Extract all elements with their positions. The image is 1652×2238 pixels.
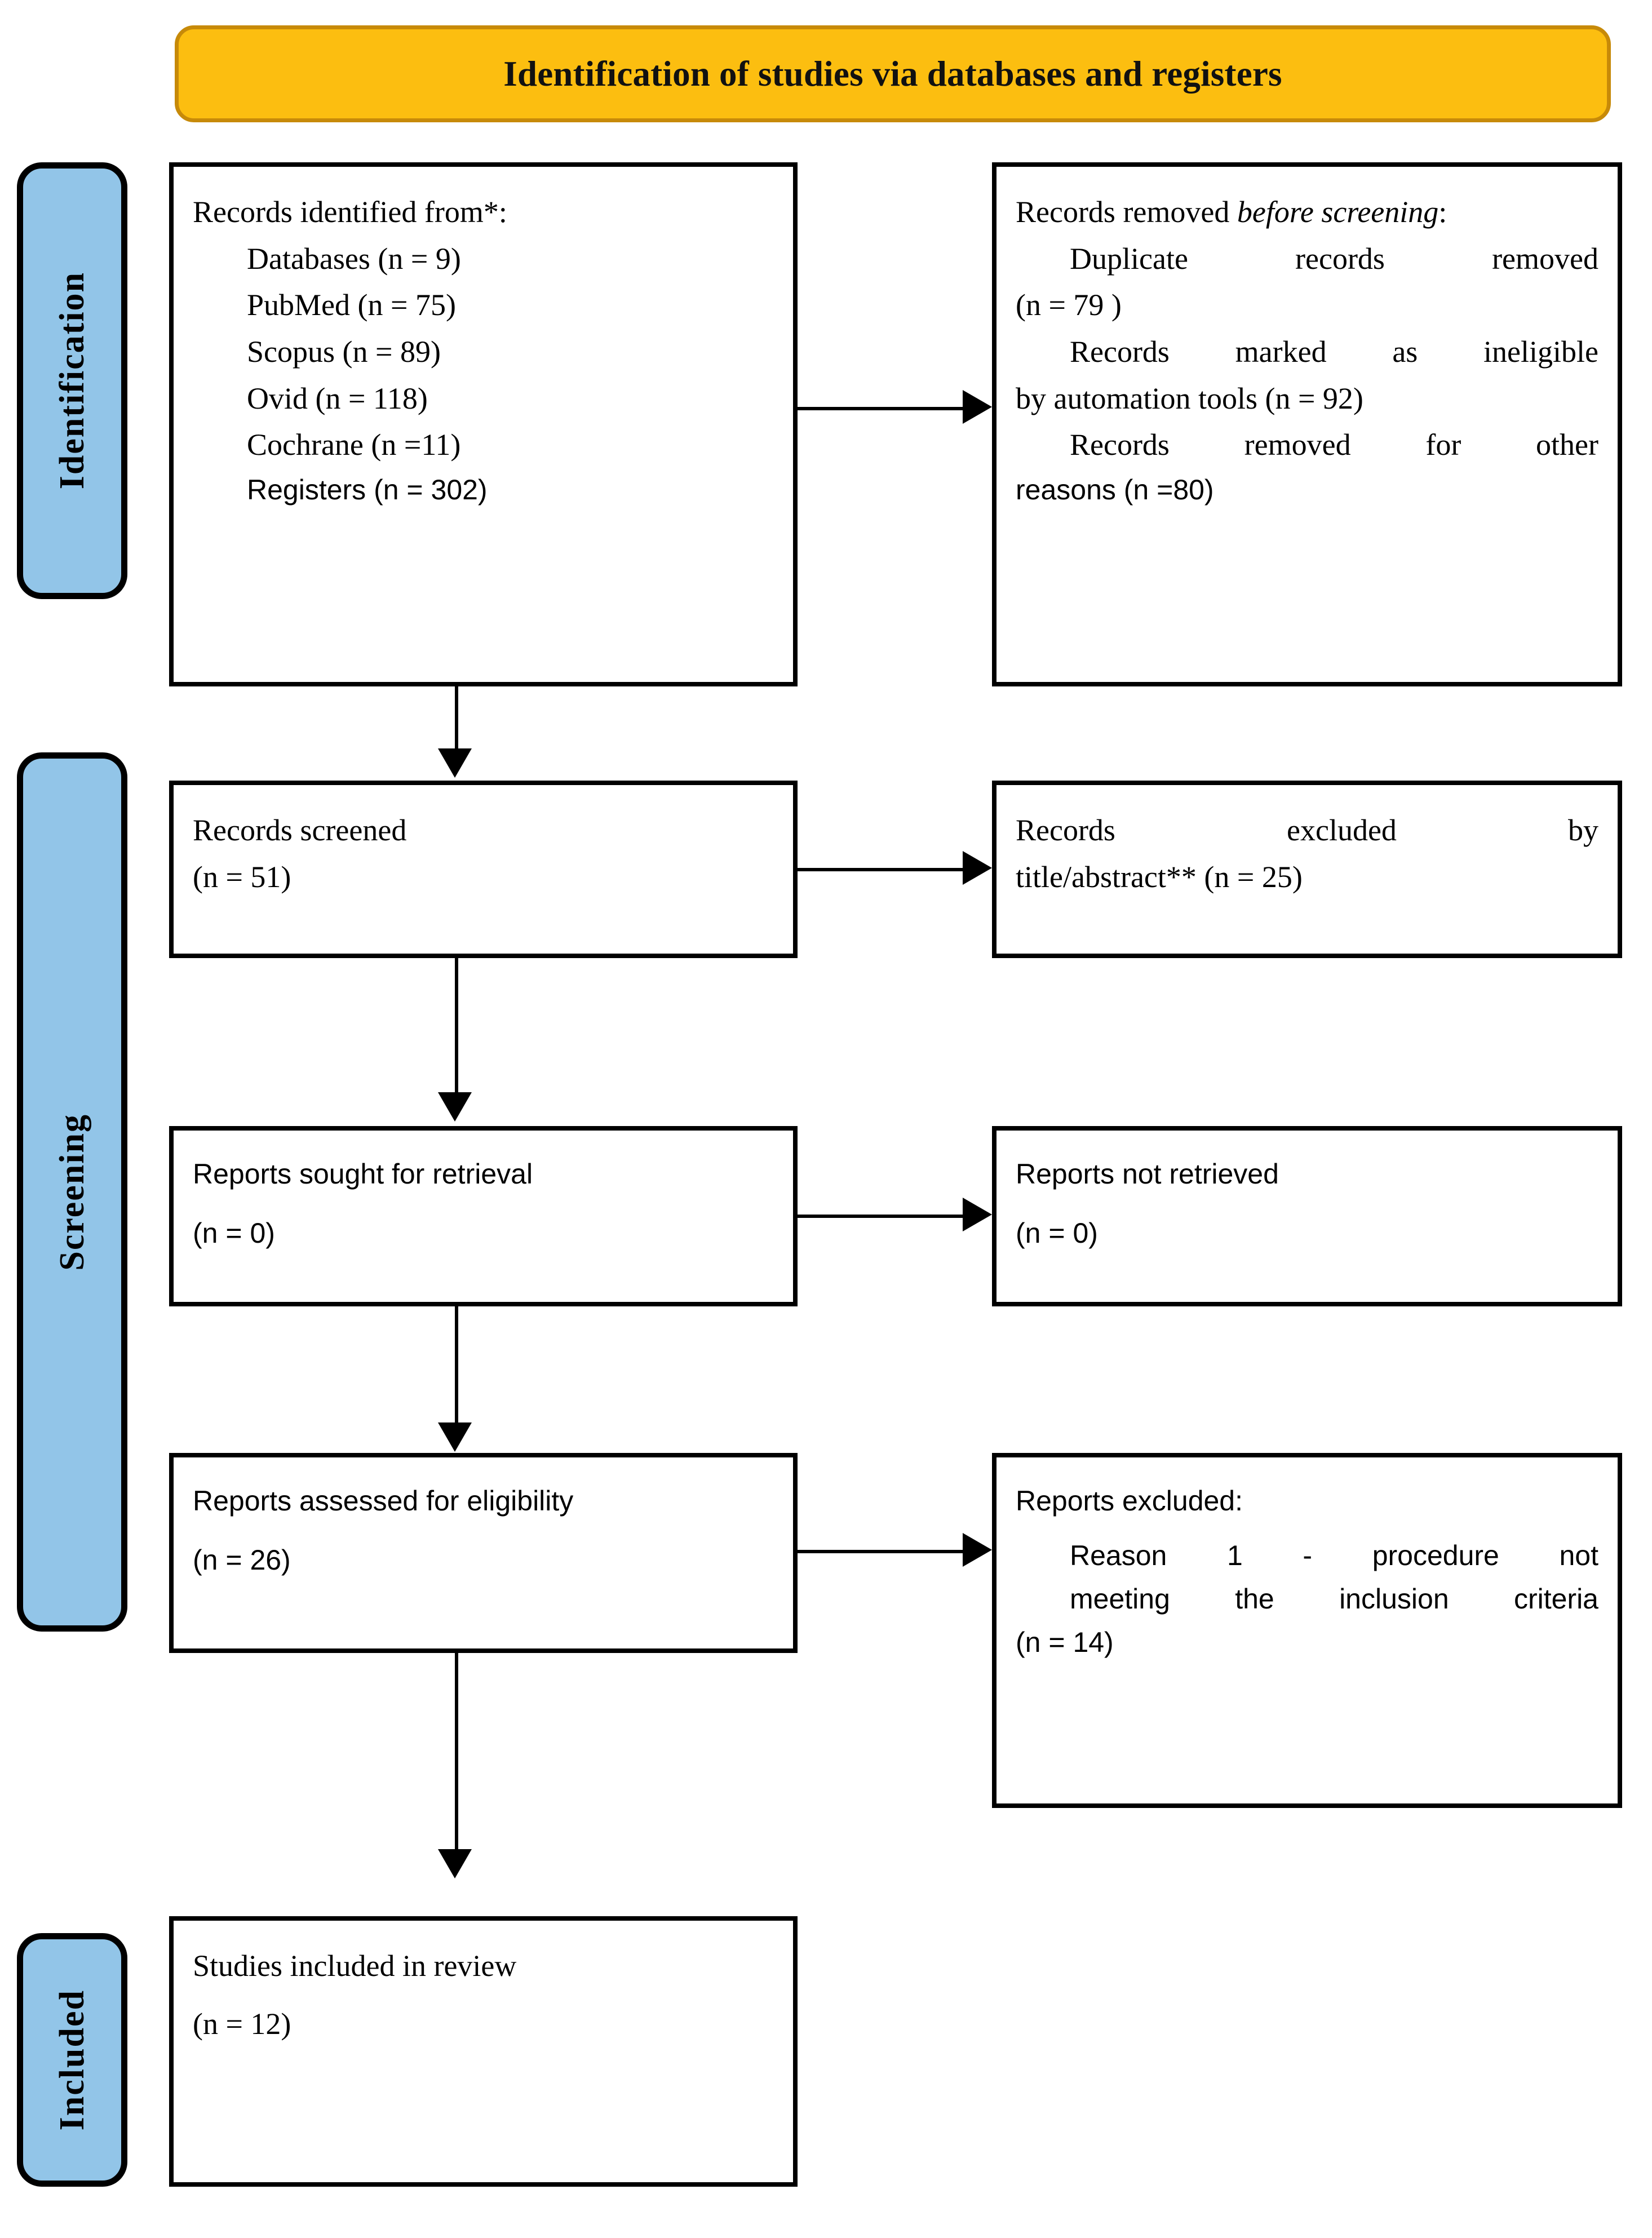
- reports-sought-count: (n = 0): [193, 1217, 275, 1249]
- records-removed-heading-italic: before screening: [1237, 195, 1439, 229]
- banner-title: Identification of studies via databases …: [503, 54, 1282, 94]
- records-identified-item: PubMed (n = 75): [247, 288, 456, 322]
- connector-identified-to-removed: [798, 407, 964, 410]
- arrowhead-down-assessed-to-included: [438, 1849, 472, 1878]
- studies-included-label: Studies included in review: [193, 1949, 517, 1983]
- reports-excluded-heading: Reports excluded:: [1016, 1485, 1243, 1517]
- records-identified-heading: Records identified from*:: [193, 195, 507, 229]
- box-reports-sought-for-retrieval: Reports sought for retrieval (n = 0): [169, 1126, 798, 1306]
- records-removed-line: by automation tools (n = 92): [1016, 381, 1363, 415]
- records-removed-line: Records marked as ineligible: [1070, 335, 1598, 369]
- stage-tab-included: Included: [17, 1933, 127, 2187]
- records-removed-line: Duplicate records removed: [1070, 241, 1598, 276]
- stage-tab-identification: Identification: [17, 162, 127, 599]
- records-removed-line: reasons (n =80): [1016, 474, 1214, 506]
- box-records-identified: Records identified from*: Databases (n =…: [169, 162, 798, 686]
- connector-identified-to-screened: [455, 686, 458, 750]
- records-identified-item: Cochrane (n =11): [247, 428, 461, 462]
- reports-excluded-reason-line-1: Reason 1 - procedure not: [1070, 1540, 1598, 1571]
- banner-identification-header: Identification of studies via databases …: [175, 25, 1611, 122]
- records-excluded-line-1: Records excluded by: [1016, 813, 1598, 847]
- records-removed-heading-lead: Records removed: [1016, 195, 1237, 229]
- records-identified-item: Databases (n = 9): [247, 241, 461, 276]
- records-identified-item: Ovid (n = 118): [247, 381, 428, 415]
- connector-sought-to-not-retrieved: [798, 1215, 964, 1218]
- reports-excluded-reason-line-2: meeting the inclusion criteria: [1070, 1583, 1598, 1615]
- arrowhead-right-sought-to-not-retrieved: [963, 1198, 992, 1231]
- reports-excluded-count: (n = 14): [1016, 1627, 1114, 1658]
- connector-sought-to-assessed: [455, 1306, 458, 1424]
- reports-not-retrieved-label: Reports not retrieved: [1016, 1158, 1279, 1190]
- connector-assessed-to-reports-excluded: [798, 1550, 964, 1553]
- box-records-screened: Records screened (n = 51): [169, 781, 798, 958]
- arrowhead-down-identified-to-screened: [438, 748, 472, 778]
- reports-not-retrieved-count: (n = 0): [1016, 1217, 1098, 1249]
- arrowhead-right-identified-to-removed: [963, 390, 992, 424]
- records-removed-heading-tail: :: [1438, 195, 1447, 229]
- records-screened-label: Records screened: [193, 813, 407, 847]
- studies-included-count: (n = 12): [193, 2006, 291, 2041]
- records-excluded-line-2: title/abstract** (n = 25): [1016, 859, 1303, 894]
- records-identified-item: Registers (n = 302): [247, 474, 488, 506]
- reports-assessed-count: (n = 26): [193, 1544, 291, 1576]
- records-screened-count: (n = 51): [193, 859, 291, 894]
- connector-assessed-to-included: [455, 1653, 458, 1850]
- records-removed-line: Records removed for other: [1070, 428, 1598, 462]
- records-removed-heading: Records removed before screening:: [1016, 190, 1598, 234]
- arrowhead-right-screened-to-excluded: [963, 851, 992, 885]
- connector-screened-to-excluded: [798, 868, 964, 871]
- reports-sought-label: Reports sought for retrieval: [193, 1158, 533, 1190]
- box-records-removed-before-screening: Records removed before screening: Duplic…: [992, 162, 1622, 686]
- box-studies-included-in-review: Studies included in review (n = 12): [169, 1916, 798, 2187]
- arrowhead-down-sought-to-assessed: [438, 1422, 472, 1452]
- records-removed-line: (n = 79 ): [1016, 288, 1122, 322]
- reports-assessed-label: Reports assessed for eligibility: [193, 1485, 574, 1517]
- records-identified-item: Scopus (n = 89): [247, 335, 441, 369]
- stage-tab-identification-label: Identification: [52, 272, 91, 490]
- stage-tab-included-label: Included: [52, 1989, 91, 2131]
- connector-screened-to-sought: [455, 958, 458, 1093]
- stage-tab-screening: Screening: [17, 752, 127, 1632]
- box-reports-not-retrieved: Reports not retrieved (n = 0): [992, 1126, 1622, 1306]
- box-reports-assessed-for-eligibility: Reports assessed for eligibility (n = 26…: [169, 1453, 798, 1653]
- stage-tab-screening-label: Screening: [52, 1113, 91, 1271]
- arrowhead-right-assessed-to-reports-excluded: [963, 1533, 992, 1567]
- arrowhead-down-screened-to-sought: [438, 1092, 472, 1122]
- box-reports-excluded: Reports excluded: Reason 1 - procedure n…: [992, 1453, 1622, 1808]
- box-records-excluded-title-abstract: Records excluded by title/abstract** (n …: [992, 781, 1622, 958]
